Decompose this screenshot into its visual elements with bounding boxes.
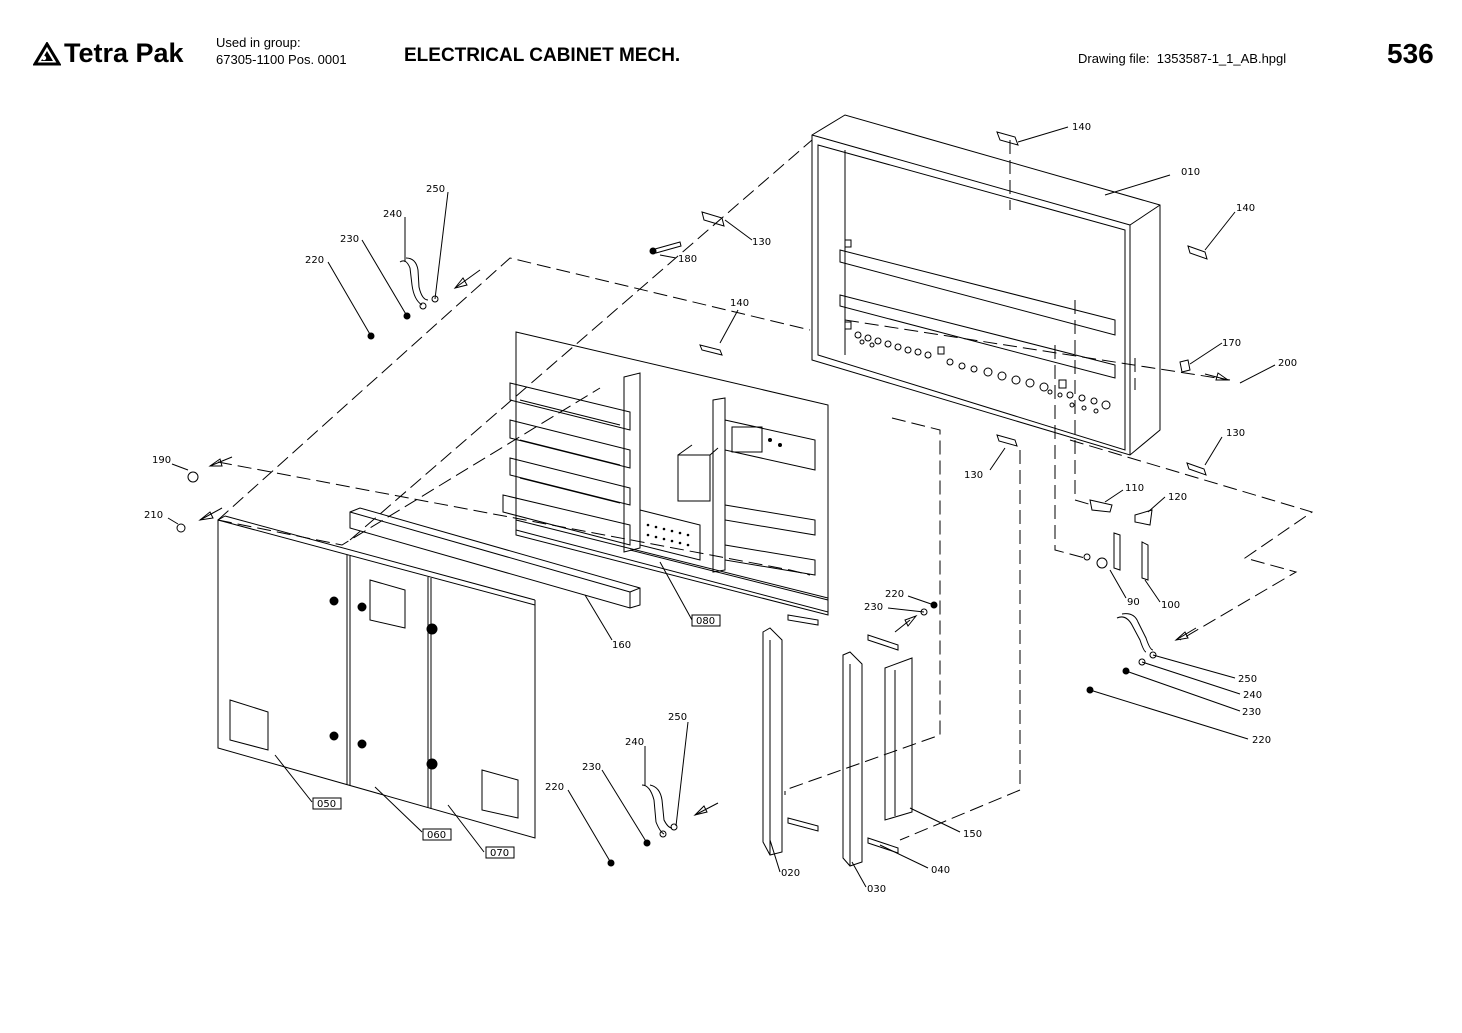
tetra-pak-logo-icon (33, 41, 61, 65)
used-in-label: Used in group: (216, 35, 301, 50)
callout-090: 90 (1127, 597, 1140, 608)
callout-030: 030 (867, 884, 886, 895)
callout-130c: 130 (964, 470, 983, 481)
logo: Tetra Pak (33, 38, 184, 69)
mounting-plate-080 (502, 331, 829, 616)
callout-150: 150 (963, 829, 982, 840)
callout-220a: 220 (305, 255, 324, 266)
drawing-file-label: Drawing file: (1078, 51, 1150, 66)
callout-220d: 220 (1252, 735, 1271, 746)
drawing-file: Drawing file: 1353587-1_1_AB.hpgl (1078, 51, 1286, 66)
assembly-lines (217, 139, 1314, 841)
cable-duct-160 (349, 507, 641, 609)
callout-140c: 140 (730, 298, 749, 309)
cable-entry-holes (854, 331, 1111, 414)
callout-250c: 250 (1238, 674, 1257, 685)
callout-220c: 220 (885, 589, 904, 600)
callout-050: 050 (317, 799, 336, 810)
used-in-value: 67305-1100 Pos. 0001 (216, 52, 347, 67)
logo-text: Tetra Pak (64, 38, 184, 68)
callout-110: 110 (1125, 483, 1144, 494)
callout-240a: 240 (383, 209, 402, 220)
callout-140b: 140 (1236, 203, 1255, 214)
cabinet-body-010 (811, 114, 1161, 456)
terminal-dots (646, 438, 782, 547)
callout-140a: 140 (1072, 122, 1091, 133)
callout-250a: 250 (426, 184, 445, 195)
callout-230a: 230 (340, 234, 359, 245)
callout-170: 170 (1222, 338, 1241, 349)
page-title: ELECTRICAL CABINET MECH. (404, 45, 681, 66)
direction-arrows (198, 269, 1230, 816)
support-profiles (762, 614, 913, 867)
leader-lines (167, 126, 1276, 888)
callout-080: 080 (696, 616, 715, 627)
earth-straps (367, 257, 1157, 867)
hinges-and-hardware (176, 131, 1208, 581)
cabinet-doors (217, 515, 536, 839)
callout-070: 070 (490, 848, 509, 859)
callout-250b: 250 (668, 712, 687, 723)
callout-240b: 240 (625, 737, 644, 748)
callout-240c: 240 (1243, 690, 1262, 701)
callout-120: 120 (1168, 492, 1187, 503)
callout-230d: 230 (1242, 707, 1261, 718)
callout-020: 020 (781, 868, 800, 879)
page-number: 536 (1387, 38, 1434, 69)
callout-130a: 130 (752, 237, 771, 248)
callout-180: 180 (678, 254, 697, 265)
callout-040: 040 (931, 865, 950, 876)
callout-labels: 140 010 140 130 180 140 170 200 130 130 … (144, 122, 1297, 895)
drawing-file-value: 1353587-1_1_AB.hpgl (1156, 51, 1287, 66)
boxed-callouts: 080 050 060 070 (312, 614, 721, 859)
callout-060: 060 (427, 830, 446, 841)
callout-220b: 220 (545, 782, 564, 793)
callout-230b: 230 (582, 762, 601, 773)
callout-160: 160 (612, 640, 631, 651)
callout-010: 010 (1181, 167, 1200, 178)
callout-210: 210 (144, 510, 163, 521)
used-in-group: Used in group: 67305-1100 Pos. 0001 (216, 34, 347, 68)
callout-190: 190 (152, 455, 171, 466)
callout-130b: 130 (1226, 428, 1245, 439)
page-header: Tetra Pak Used in group: 67305-1100 Pos.… (0, 0, 1462, 100)
callout-100: 100 (1161, 600, 1180, 611)
callout-200: 200 (1278, 358, 1297, 369)
callout-230c: 230 (864, 602, 883, 613)
